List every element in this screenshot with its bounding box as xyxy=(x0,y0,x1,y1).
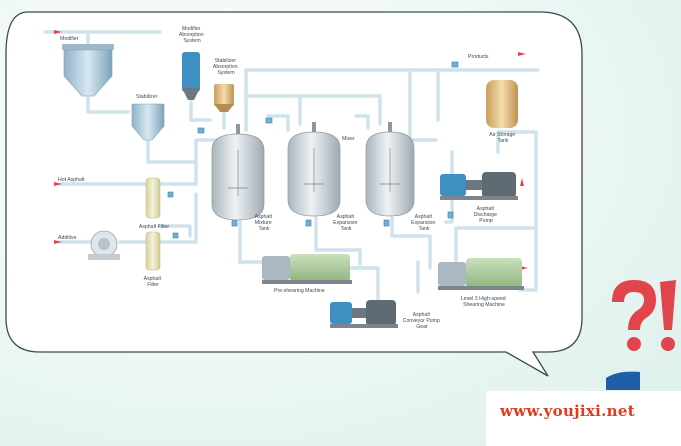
label-asphalt-discharge-pump: Asphalt Discharge Pump xyxy=(474,206,499,224)
mixer-tank-2 xyxy=(287,122,341,217)
stabilizer-hopper xyxy=(131,103,165,141)
watermark-background xyxy=(486,391,681,446)
label-modifier-absorption: Modifier Absorption System xyxy=(179,26,205,44)
question-exclaim-icon xyxy=(612,280,676,351)
blue-corner-shape xyxy=(606,371,640,390)
valves xyxy=(167,61,459,239)
modifier-absorption-unit xyxy=(182,52,200,100)
label-asphalt-expansion-tank-1: Asphalt Expansion Tank xyxy=(333,214,359,232)
label-products: Products xyxy=(468,54,489,60)
discharge-pump xyxy=(440,172,518,200)
watermark-text: www.youjixi.net xyxy=(500,402,635,420)
additive-blower xyxy=(88,230,120,260)
label-asphalt-mixture-tank: Asphalt Mixture Tank xyxy=(255,214,274,232)
label-additive: Additive xyxy=(58,235,77,241)
label-stabilizer: Stabilizer xyxy=(136,94,158,100)
asphalt-filter-lower xyxy=(145,231,161,271)
label-level3-shearing-machine: Level 3 High-speed Shearing Machine xyxy=(461,296,507,308)
label-asphalt-conveyor-pump: Asphalt Conveyor Pump Gear xyxy=(403,312,442,330)
labels: Modifier Modifier Absorption System Stab… xyxy=(58,26,516,330)
level3-shearing-machine xyxy=(438,258,524,290)
air-storage-tank xyxy=(486,80,518,128)
asphalt-filter-upper xyxy=(145,177,161,219)
label-modifier: Modifier xyxy=(60,36,79,42)
label-mixer: Mixer xyxy=(342,136,355,142)
label-stabilizer-absorption: Stabilizer Absorption System xyxy=(213,58,239,76)
label-asphalt-filter-upper: Asphalt Filter xyxy=(139,224,170,230)
mixer-tank-1 xyxy=(211,124,265,221)
label-air-storage-tank: Air Storage Tank xyxy=(489,132,516,144)
pre-shearing-machine xyxy=(262,254,352,284)
modifier-tank xyxy=(62,44,114,97)
stabilizer-absorption-unit xyxy=(214,84,234,112)
label-asphalt-filter-lower: Asphalt Filter xyxy=(144,276,163,288)
pipe-network xyxy=(43,30,540,302)
label-hot-asphalt: Hot Asphalt xyxy=(58,177,85,183)
mixer-tank-3 xyxy=(365,122,415,217)
label-asphalt-expansion-tank-2: Asphalt Expansion Tank xyxy=(411,214,437,232)
label-pre-shearing-machine: Pre-shearing Machine xyxy=(274,288,325,294)
conveyor-pump xyxy=(330,300,398,328)
